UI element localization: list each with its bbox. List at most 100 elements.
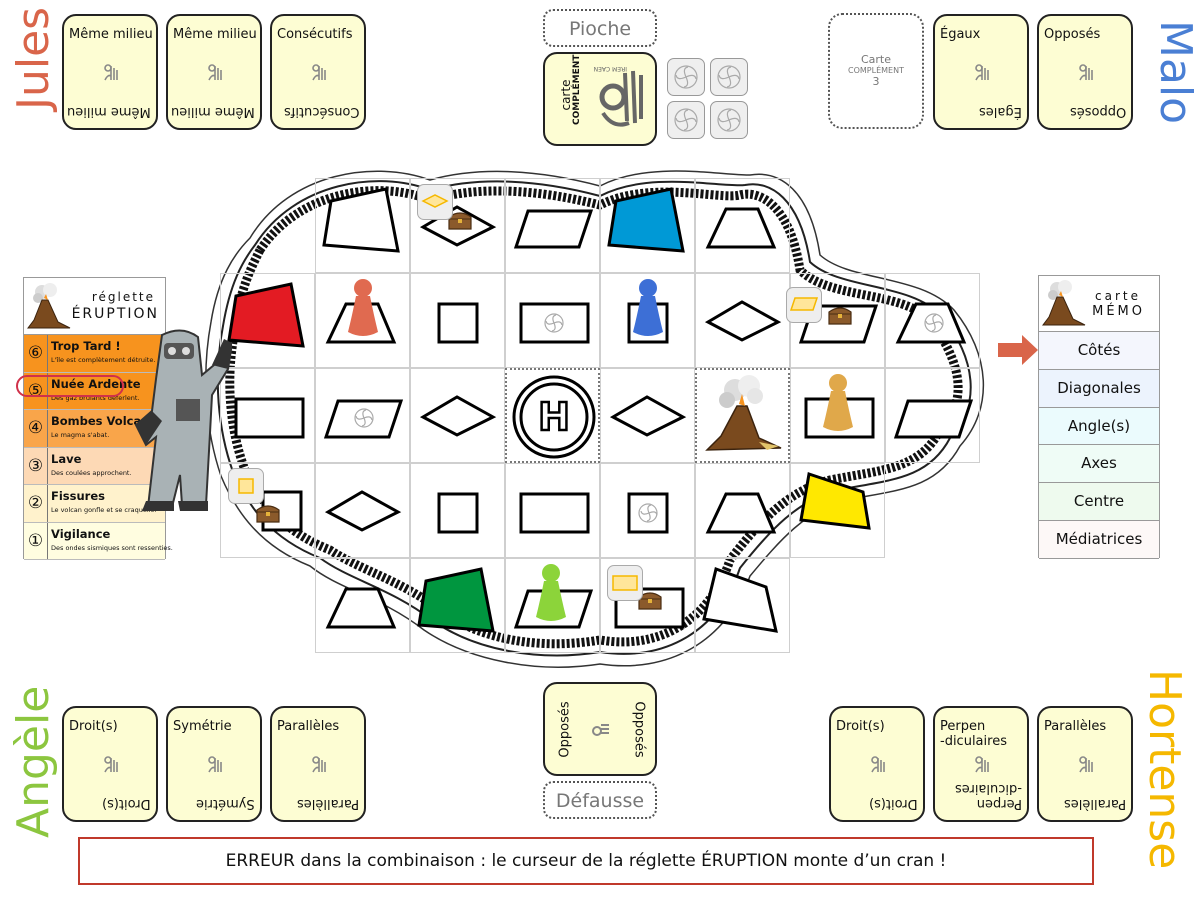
shape-token-icon <box>421 194 449 208</box>
defausse-card[interactable]: Opposés Opposés <box>543 682 657 776</box>
shape-rhombus-icon <box>609 395 687 437</box>
irem-logo-icon <box>975 756 989 773</box>
board-cell[interactable] <box>505 178 600 273</box>
irem-logo-icon <box>104 756 118 773</box>
memo-item[interactable]: Centre <box>1039 483 1159 521</box>
fan-icon <box>674 108 698 132</box>
memo-item[interactable]: Médiatrices <box>1039 521 1159 559</box>
board-cell[interactable] <box>410 558 505 653</box>
player-pawn-icon[interactable] <box>631 276 665 338</box>
hand-card-hortense[interactable]: Droit(s)Droit(s) <box>829 706 925 822</box>
memo-item[interactable]: Angle(s) <box>1039 407 1159 446</box>
irem-logo-icon <box>1079 756 1093 773</box>
irem-logo-icon <box>1079 64 1093 81</box>
level-number: ① <box>24 522 48 559</box>
level-title: Trop Tard ! <box>51 339 121 353</box>
treasure-chest-icon <box>256 505 280 523</box>
complement-slot-empty[interactable]: Carte COMPLÉMENT 3 <box>828 13 924 129</box>
board-cell[interactable] <box>220 368 315 463</box>
shape-token-icon <box>612 575 638 591</box>
card-label-top: Parallèles <box>277 719 340 734</box>
board-cell[interactable] <box>315 273 410 368</box>
shape-quad-icon <box>417 567 495 633</box>
board-cell[interactable] <box>600 558 695 653</box>
board-cell[interactable] <box>695 558 790 653</box>
card-label-top: Perpen-diculaires <box>940 719 1007 749</box>
helipad-label: H <box>538 395 570 439</box>
board-cell[interactable] <box>315 368 410 463</box>
memo-item[interactable]: Diagonales <box>1039 369 1159 408</box>
shape-token[interactable] <box>417 184 453 220</box>
memo-item[interactable]: Côtés <box>1039 332 1159 370</box>
memo-item[interactable]: Axes <box>1039 445 1159 484</box>
board-cell[interactable] <box>600 273 695 368</box>
board-cell[interactable] <box>695 178 790 273</box>
level-subtitle: L'île est complètement détruite. <box>51 356 156 364</box>
board-cell[interactable] <box>410 463 505 558</box>
player-pawn-icon[interactable] <box>821 371 855 433</box>
reglette-title-small: réglette <box>91 290 155 304</box>
board-cell[interactable] <box>410 368 505 463</box>
volcano-icon <box>27 283 71 329</box>
player-pawn-icon[interactable] <box>346 276 380 338</box>
pioche-tile[interactable] <box>667 58 705 96</box>
shape-trapezoid-icon <box>705 207 777 249</box>
treasure-chest-icon <box>828 307 852 325</box>
board-cell[interactable] <box>600 463 695 558</box>
board-cell[interactable] <box>315 178 410 273</box>
board-cell[interactable] <box>885 368 980 463</box>
board-cell[interactable] <box>885 273 980 368</box>
pioche-tile[interactable] <box>667 101 705 139</box>
shape-token-icon <box>238 478 254 494</box>
board-cell[interactable] <box>315 558 410 653</box>
card-label-top: Opposés <box>1044 27 1101 42</box>
level-title: Fissures <box>51 489 105 503</box>
board-cell[interactable] <box>410 178 505 273</box>
board-cell[interactable] <box>786 273 885 368</box>
board-cell[interactable] <box>600 178 695 273</box>
board-cell[interactable] <box>600 368 695 463</box>
board-cell[interactable] <box>695 368 790 463</box>
pioche-tile[interactable] <box>710 58 748 96</box>
board-cell[interactable] <box>790 463 885 558</box>
shape-quad-icon <box>322 187 400 253</box>
board-cell[interactable] <box>315 463 410 558</box>
board-cell[interactable] <box>410 273 505 368</box>
board-cell[interactable] <box>695 463 790 558</box>
shape-token[interactable] <box>786 287 822 323</box>
irem-logo-icon <box>871 756 885 773</box>
board-cell[interactable] <box>220 273 315 368</box>
board-cell[interactable] <box>790 368 885 463</box>
board-cell[interactable]: H <box>505 368 600 463</box>
memo-title-big: MÉMO <box>1092 304 1145 319</box>
shape-token[interactable] <box>228 468 264 504</box>
shape-square-icon <box>627 492 669 534</box>
shape-rhombus-icon <box>704 300 782 342</box>
pioche-tile[interactable] <box>710 101 748 139</box>
board-cell[interactable] <box>695 273 790 368</box>
shape-token[interactable] <box>607 565 643 601</box>
irem-logo-icon <box>975 64 989 81</box>
hand-card-angele[interactable]: Droit(s)Droit(s) <box>62 706 158 822</box>
pioche-card[interactable]: carte COMPLÉMENT IREM CAEN <box>543 52 657 146</box>
fan-icon <box>717 108 741 132</box>
board-cell[interactable] <box>505 463 600 558</box>
shape-square-icon <box>437 492 479 534</box>
board-cell[interactable] <box>505 273 600 368</box>
board-cell[interactable] <box>505 558 600 653</box>
board-cell[interactable] <box>220 463 315 558</box>
player-pawn-icon[interactable] <box>534 561 568 623</box>
